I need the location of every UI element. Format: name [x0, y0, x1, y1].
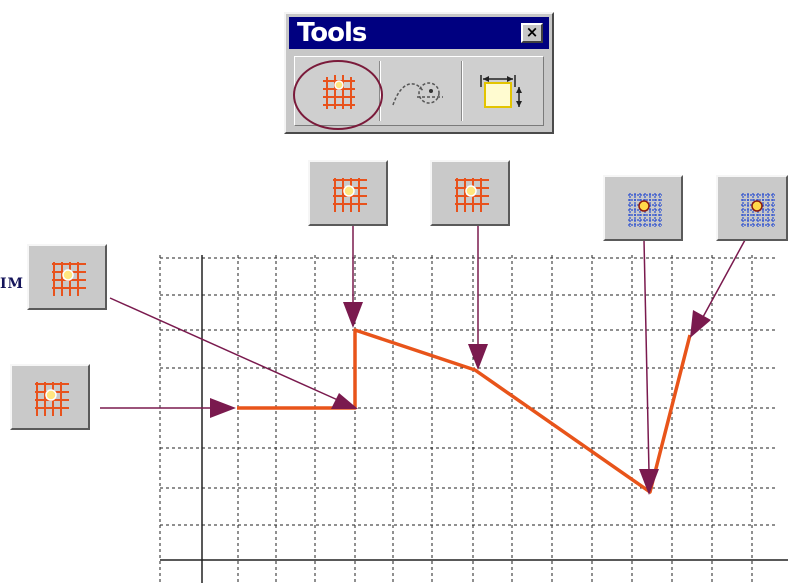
- close-button[interactable]: ×: [521, 23, 543, 43]
- arrowhead: [343, 302, 363, 328]
- grid-snap-icon: [35, 382, 69, 416]
- grid-snap-point-callout-button[interactable]: [603, 175, 683, 241]
- grid-snap-point-icon: [628, 193, 662, 227]
- tools-toolbar: Tools ×: [284, 12, 554, 134]
- construction-tool-button[interactable]: [387, 63, 457, 119]
- callout-arrows: [100, 225, 746, 495]
- toolbar-titlebar[interactable]: Tools ×: [289, 17, 549, 49]
- grid-snap-callout-button[interactable]: [430, 160, 510, 226]
- construction-curve-icon: [392, 82, 443, 106]
- dimension-tool-button[interactable]: [467, 63, 537, 119]
- grid-snap-callout-button[interactable]: [10, 364, 90, 430]
- grid-snap-callout-button[interactable]: [308, 160, 388, 226]
- grid-snap-icon: [52, 262, 86, 296]
- selection-highlight: [293, 60, 383, 130]
- arrowhead: [331, 393, 358, 409]
- grid-snap-point-icon: [741, 193, 775, 227]
- sketch-grid: [159, 255, 775, 583]
- arrowhead: [690, 310, 711, 338]
- grid-snap-icon: [455, 178, 489, 212]
- profile-polyline: [237, 328, 692, 494]
- grid-snap-icon: [333, 178, 367, 212]
- arrowhead: [210, 398, 236, 418]
- toolbar-separator: [461, 61, 463, 121]
- grid-snap-point-callout-button[interactable]: [716, 175, 788, 241]
- dimension-constraint-icon: [480, 75, 522, 108]
- arrowhead: [468, 344, 488, 370]
- toolbar-title: Tools: [297, 18, 367, 48]
- grid-snap-callout-button[interactable]: [27, 244, 107, 310]
- side-label: IM: [0, 276, 25, 292]
- arrowhead: [639, 469, 659, 495]
